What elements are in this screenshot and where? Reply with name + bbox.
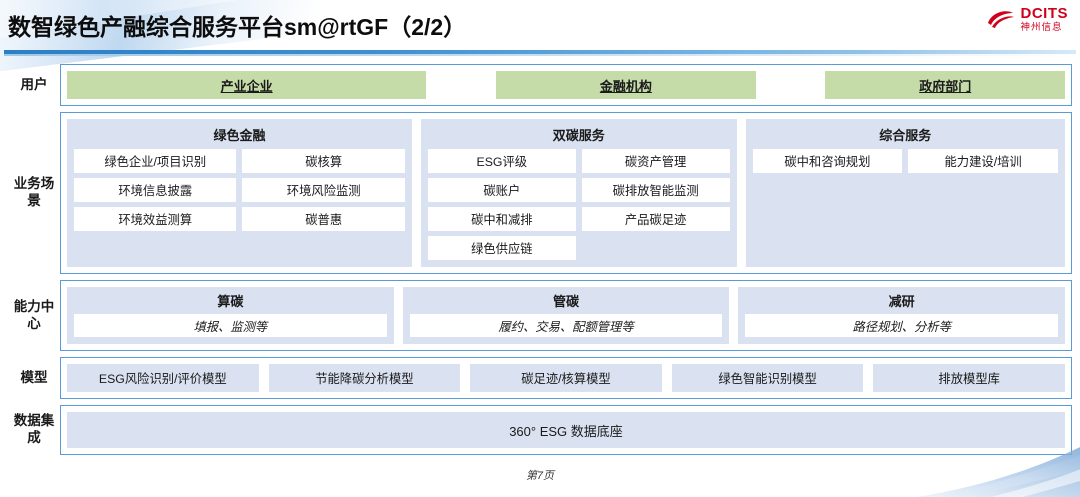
logo-brand-name: DCITS [1020, 5, 1068, 22]
row-capability-center: 能力中心 算碳 填报、监测等 管碳 履约、交易、配额管理等 减研 路径规划、分析… [8, 280, 1072, 351]
page-title: 数智绿色产融综合服务平台sm@rtGF（2/2） [8, 14, 467, 40]
dcits-swirl-logo-icon [986, 8, 1016, 30]
business-cell[interactable]: 环境信息披露 [74, 178, 237, 202]
business-cell[interactable]: 绿色供应链 [427, 236, 576, 260]
row-business-scenarios: 业务场景 绿色金融 绿色企业/项目识别 碳核算 环境信息披露 环境风险监测 环境… [8, 112, 1072, 274]
capability-group-desc[interactable]: 履约、交易、配额管理等 [409, 314, 723, 337]
business-group-dual-carbon: 双碳服务 ESG评级 碳资产管理 碳账户 碳排放智能监测 碳中和减排 产品碳足迹… [420, 119, 737, 267]
business-cell[interactable]: 碳中和减排 [427, 207, 576, 231]
row-body-capability-center: 算碳 填报、监测等 管碳 履约、交易、配额管理等 减研 路径规划、分析等 [60, 280, 1072, 351]
business-groups: 绿色金融 绿色企业/项目识别 碳核算 环境信息披露 环境风险监测 环境效益测算 … [67, 119, 1065, 267]
row-body-model: ESG风险识别/评价模型 节能降碳分析模型 碳足迹/核算模型 绿色智能识别模型 … [60, 357, 1072, 399]
capability-groups: 算碳 填报、监测等 管碳 履约、交易、配额管理等 减研 路径规划、分析等 [67, 287, 1066, 344]
capability-group-carbon-accounting: 算碳 填报、监测等 [67, 287, 394, 344]
model-box[interactable]: 碳足迹/核算模型 [470, 364, 662, 392]
spacer [426, 71, 496, 99]
model-box[interactable]: ESG风险识别/评价模型 [67, 364, 259, 392]
business-cell[interactable]: 环境效益测算 [74, 207, 237, 231]
row-label-users: 用户 [20, 76, 48, 92]
business-group-title: 双碳服务 [552, 128, 605, 143]
capability-group-desc[interactable]: 填报、监测等 [74, 314, 387, 337]
model-box[interactable]: 排放模型库 [873, 364, 1065, 392]
business-group-green-finance: 绿色金融 绿色企业/项目识别 碳核算 环境信息披露 环境风险监测 环境效益测算 … [67, 119, 412, 267]
business-cell[interactable]: 碳中和咨询规划 [752, 149, 903, 173]
business-cell[interactable]: 产品碳足迹 [581, 207, 730, 231]
capability-group-title: 管碳 [553, 294, 580, 309]
logo-text-block: DCITS 神州信息 [1021, 6, 1069, 33]
title-divider [4, 50, 1076, 54]
capability-group-desc[interactable]: 路径规划、分析等 [745, 314, 1059, 337]
business-cell[interactable]: 碳账户 [427, 178, 576, 202]
business-cell-list: 绿色企业/项目识别 碳核算 环境信息披露 环境风险监测 环境效益测算 碳普惠 [74, 149, 405, 231]
business-cell[interactable]: 碳核算 [242, 149, 405, 173]
model-list: ESG风险识别/评价模型 节能降碳分析模型 碳足迹/核算模型 绿色智能识别模型 … [67, 364, 1065, 392]
row-model: 模型 ESG风险识别/评价模型 节能降碳分析模型 碳足迹/核算模型 绿色智能识别… [8, 357, 1072, 399]
row-label-business-scenarios: 业务场景 [13, 176, 55, 208]
row-body-business-scenarios: 绿色金融 绿色企业/项目识别 碳核算 环境信息披露 环境风险监测 环境效益测算 … [60, 112, 1072, 274]
user-box-government[interactable]: 政府部门 [825, 71, 1065, 99]
row-label-model: 模型 [20, 369, 48, 385]
model-box[interactable]: 节能降碳分析模型 [268, 364, 461, 392]
business-cell[interactable]: 能力建设/培训 [908, 149, 1058, 173]
business-group-comprehensive-services: 综合服务 碳中和咨询规划 能力建设/培训 [745, 119, 1065, 267]
business-cell[interactable]: 碳资产管理 [581, 149, 730, 173]
brand-logo: DCITS 神州信息 [986, 6, 1069, 33]
title-divider-highlight [4, 54, 1076, 56]
user-box-financial[interactable]: 金融机构 [496, 71, 756, 99]
users-list: 产业企业 金融机构 政府部门 [67, 71, 1065, 99]
capability-group-title: 减研 [888, 294, 915, 309]
business-cell[interactable]: 碳排放智能监测 [581, 178, 730, 202]
row-data-integration: 数据集成 360° ESG 数据底座 [8, 405, 1072, 455]
business-cell[interactable]: ESG评级 [427, 149, 576, 173]
row-label-capability-center: 能力中心 [13, 298, 55, 331]
architecture-grid: 用户 产业企业 金融机构 政府部门 业务场景 绿色金融 绿色企业/项目识别 [8, 64, 1072, 461]
row-users: 用户 产业企业 金融机构 政府部门 [8, 64, 1072, 106]
business-cell[interactable]: 环境风险监测 [242, 178, 405, 202]
page-number-footer: 第7页 [525, 470, 555, 482]
model-box[interactable]: 绿色智能识别模型 [671, 364, 864, 392]
business-group-title: 绿色金融 [213, 128, 266, 143]
business-cell[interactable]: 碳普惠 [242, 207, 405, 231]
capability-group-emission-reduction-research: 减研 路径规划、分析等 [738, 287, 1066, 344]
user-box-industry[interactable]: 产业企业 [67, 71, 427, 99]
row-body-data-integration: 360° ESG 数据底座 [60, 405, 1072, 455]
row-body-users: 产业企业 金融机构 政府部门 [60, 64, 1072, 106]
business-cell[interactable]: 绿色企业/项目识别 [74, 149, 237, 173]
business-cell-list: ESG评级 碳资产管理 碳账户 碳排放智能监测 碳中和减排 产品碳足迹 绿色供应… [427, 149, 730, 260]
capability-group-title: 算碳 [217, 294, 244, 309]
data-foundation-box[interactable]: 360° ESG 数据底座 [67, 412, 1065, 448]
business-group-title: 综合服务 [879, 128, 932, 143]
business-cell-list: 碳中和咨询规划 能力建设/培训 [752, 149, 1058, 173]
row-label-data-integration: 数据集成 [13, 413, 55, 445]
logo-brand-sub: 神州信息 [1020, 22, 1063, 33]
capability-group-carbon-management: 管碳 履约、交易、配额管理等 [402, 287, 730, 344]
